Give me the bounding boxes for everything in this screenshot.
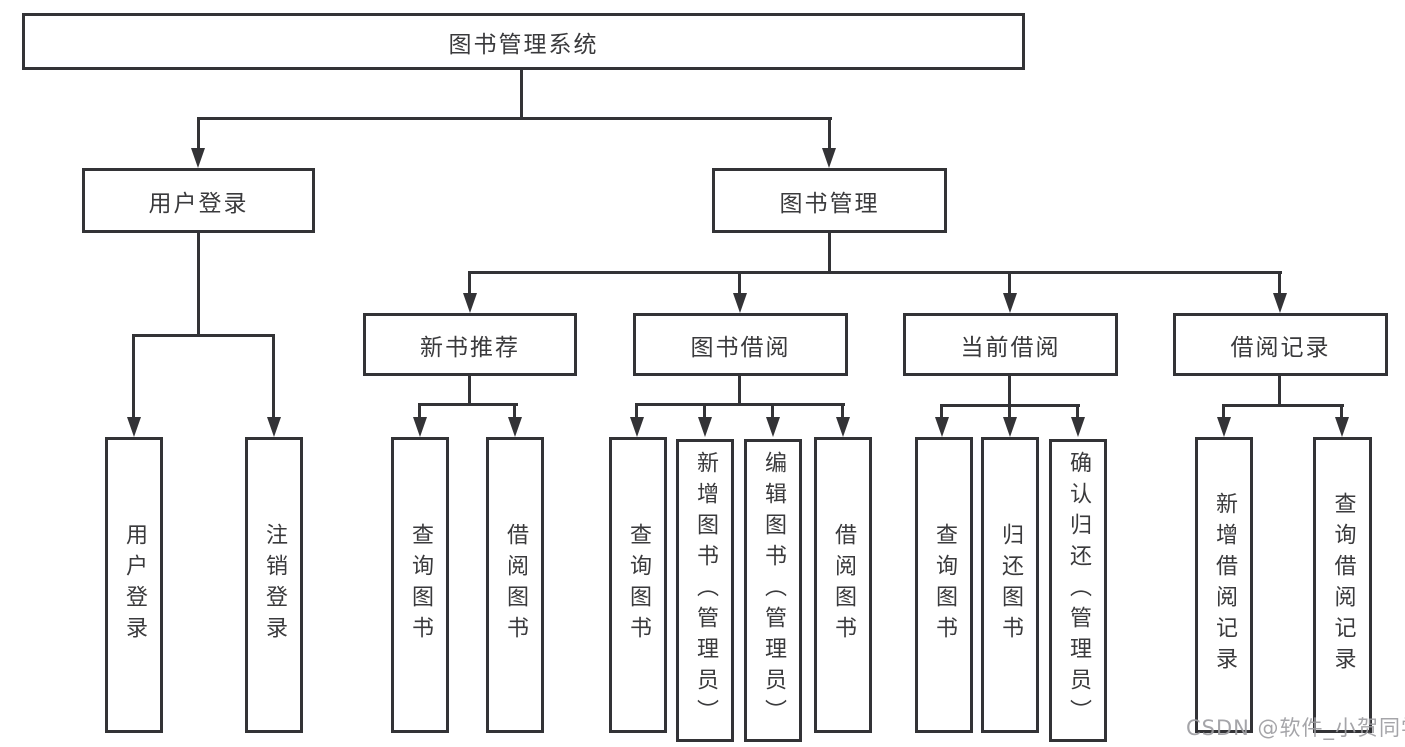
connector-bookborrow-drop-2 <box>703 403 706 419</box>
node-book-management: 图书管理 <box>712 168 947 233</box>
arrowhead-icon <box>822 148 836 168</box>
arrowhead-icon <box>413 417 427 437</box>
connector-bookborrow-hbar <box>635 403 845 406</box>
connector-currentborrow-stem <box>1008 375 1011 407</box>
leaf-br-query-record: 查询借阅记录 <box>1313 437 1372 733</box>
connector-currentborrow-drop-3 <box>1076 404 1079 419</box>
node-user-login-label: 用户登录 <box>148 190 249 217</box>
connector-currentborrow-drop-1 <box>940 404 943 419</box>
leaf-bb-query-book-label: 查询图书 <box>626 523 651 647</box>
leaf-br-add-record-label: 新增借阅记录 <box>1212 492 1237 678</box>
node-book-management-label: 图书管理 <box>779 190 880 217</box>
arrowhead-icon <box>127 417 141 437</box>
node-current-borrow: 当前借阅 <box>903 313 1118 376</box>
connector-bookmgmt-drop-2 <box>738 271 741 295</box>
leaf-bb-borrow-book: 借阅图书 <box>814 437 872 733</box>
leaf-br-query-record-label: 查询借阅记录 <box>1330 492 1356 678</box>
node-new-book-recommend-label: 新书推荐 <box>420 334 520 361</box>
leaf-cb-query-book-label: 查询图书 <box>932 523 957 647</box>
arrowhead-icon <box>1071 417 1085 437</box>
connector-bookmgmt-drop-3 <box>1008 271 1011 295</box>
arrowhead-icon <box>267 417 281 437</box>
arrowhead-icon <box>836 417 850 437</box>
csdn-watermark: CSDN @软件_小贺同学 <box>1186 716 1405 740</box>
node-book-borrow-label: 图书借阅 <box>690 334 791 361</box>
arrowhead-icon <box>733 293 747 313</box>
connector-userlogin-drop-left <box>132 334 135 418</box>
arrowhead-icon <box>508 417 522 437</box>
connector-borrowrecord-hbar <box>1222 404 1344 407</box>
node-borrow-record: 借阅记录 <box>1173 313 1388 376</box>
connector-bookmgmt-stem <box>828 232 831 274</box>
connector-root-drop-right <box>828 117 831 150</box>
arrowhead-icon <box>1003 417 1017 437</box>
connector-borrowrecord-drop-1 <box>1222 404 1225 419</box>
leaf-bb-add-book-admin: 新增图书（管理员） <box>676 439 734 742</box>
leaf-rec-borrow-book: 借阅图书 <box>486 437 544 733</box>
connector-bookmgmt-drop-4 <box>1278 271 1281 295</box>
connector-root-drop-left <box>197 117 200 150</box>
connector-bookmgmt-drop-1 <box>468 271 471 295</box>
node-current-borrow-label: 当前借阅 <box>960 334 1061 361</box>
leaf-cb-return-book: 归还图书 <box>981 437 1039 733</box>
arrowhead-icon <box>1335 417 1349 437</box>
leaf-br-add-record: 新增借阅记录 <box>1195 437 1253 733</box>
arrowhead-icon <box>1273 293 1287 313</box>
leaf-rec-query-book-label: 查询图书 <box>408 523 433 647</box>
leaf-logout-label: 注销登录 <box>262 523 287 647</box>
leaf-bb-edit-book-admin-label: 编辑图书（管理员） <box>761 451 786 730</box>
leaf-bb-edit-book-admin: 编辑图书（管理员） <box>744 439 802 742</box>
leaf-bb-borrow-book-label: 借阅图书 <box>831 523 856 647</box>
leaf-cb-confirm-return-admin: 确认归还（管理员） <box>1049 439 1107 742</box>
leaf-user-login: 用户登录 <box>105 437 163 733</box>
node-new-book-recommend: 新书推荐 <box>363 313 577 376</box>
arrowhead-icon <box>191 148 205 168</box>
node-book-borrow: 图书借阅 <box>633 313 848 376</box>
connector-userlogin-hbar <box>132 334 275 337</box>
node-user-login: 用户登录 <box>82 168 315 233</box>
connector-userlogin-stem <box>197 232 200 336</box>
connector-userlogin-drop-right <box>272 334 275 418</box>
node-root: 图书管理系统 <box>22 13 1025 70</box>
connector-newbookrec-drop-1 <box>418 403 421 419</box>
connector-bookborrow-drop-4 <box>841 403 844 419</box>
arrowhead-icon <box>698 417 712 437</box>
connector-newbookrec-stem <box>468 375 471 406</box>
connector-root-hbar <box>197 117 832 120</box>
leaf-rec-borrow-book-label: 借阅图书 <box>503 523 528 647</box>
leaf-logout: 注销登录 <box>245 437 303 733</box>
connector-bookborrow-stem <box>738 375 741 406</box>
leaf-cb-confirm-return-admin-label: 确认归还（管理员） <box>1066 451 1091 730</box>
connector-bookborrow-drop-3 <box>771 403 774 419</box>
connector-currentborrow-drop-2 <box>1008 404 1011 419</box>
arrowhead-icon <box>463 293 477 313</box>
connector-newbookrec-hbar <box>418 403 518 406</box>
connector-borrowrecord-drop-2 <box>1340 404 1343 419</box>
connector-newbookrec-drop-2 <box>513 403 516 419</box>
arrowhead-icon <box>935 417 949 437</box>
arrowhead-icon <box>1003 293 1017 313</box>
leaf-cb-query-book: 查询图书 <box>915 437 973 733</box>
connector-root-stem <box>520 67 523 119</box>
arrowhead-icon <box>630 417 644 437</box>
leaf-rec-query-book: 查询图书 <box>391 437 449 733</box>
arrowhead-icon <box>766 417 780 437</box>
arrowhead-icon <box>1217 417 1231 437</box>
leaf-cb-return-book-label: 归还图书 <box>998 523 1023 647</box>
node-borrow-record-label: 借阅记录 <box>1230 334 1331 361</box>
node-root-label: 图书管理系统 <box>448 31 599 58</box>
connector-borrowrecord-stem <box>1278 375 1281 407</box>
connector-bookborrow-drop-1 <box>635 403 638 419</box>
leaf-user-login-label: 用户登录 <box>122 523 147 647</box>
leaf-bb-add-book-admin-label: 新增图书（管理员） <box>693 451 718 730</box>
connector-bookmgmt-hbar <box>468 271 1282 274</box>
leaf-bb-query-book: 查询图书 <box>609 437 667 733</box>
